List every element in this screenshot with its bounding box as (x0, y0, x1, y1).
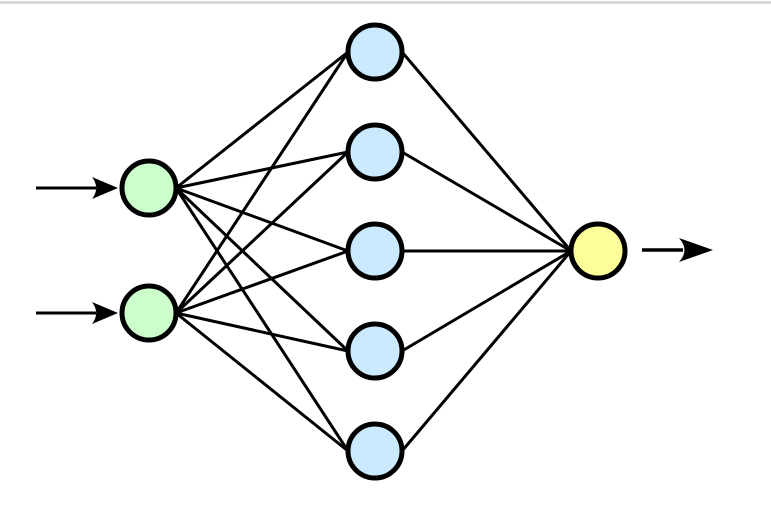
edge-input-2-hidden-5 (174, 311, 350, 453)
node-hidden-4 (345, 321, 405, 381)
node-output-1 (568, 221, 628, 281)
edge-input-2-hidden-3 (174, 249, 350, 315)
edge-input-1-hidden-1 (174, 50, 350, 190)
edge-hidden-5-output-1 (400, 249, 573, 453)
output-arrow-head (679, 238, 713, 262)
edge-input-1-hidden-4 (174, 186, 350, 353)
node-input-2 (119, 283, 179, 343)
edge-input-2-hidden-1 (174, 50, 350, 315)
edge-input-1-hidden-2 (174, 150, 350, 190)
node-hidden-1 (345, 22, 405, 82)
top-border-line (0, 1, 771, 4)
edge-input-2-hidden-2 (174, 150, 350, 315)
node-hidden-5 (345, 421, 405, 481)
input-arrow-1-head (92, 177, 118, 199)
edge-hidden-4-output-1 (400, 249, 573, 353)
edge-input-1-hidden-5 (174, 186, 350, 453)
input-arrow-2-head (92, 302, 118, 324)
edge-input-1-hidden-3 (174, 186, 350, 253)
node-hidden-3 (345, 221, 405, 281)
edge-hidden-1-output-1 (400, 50, 573, 253)
edge-hidden-2-output-1 (400, 150, 573, 253)
node-input-1 (119, 158, 179, 218)
node-hidden-2 (345, 122, 405, 182)
edge-input-2-hidden-4 (174, 311, 350, 353)
